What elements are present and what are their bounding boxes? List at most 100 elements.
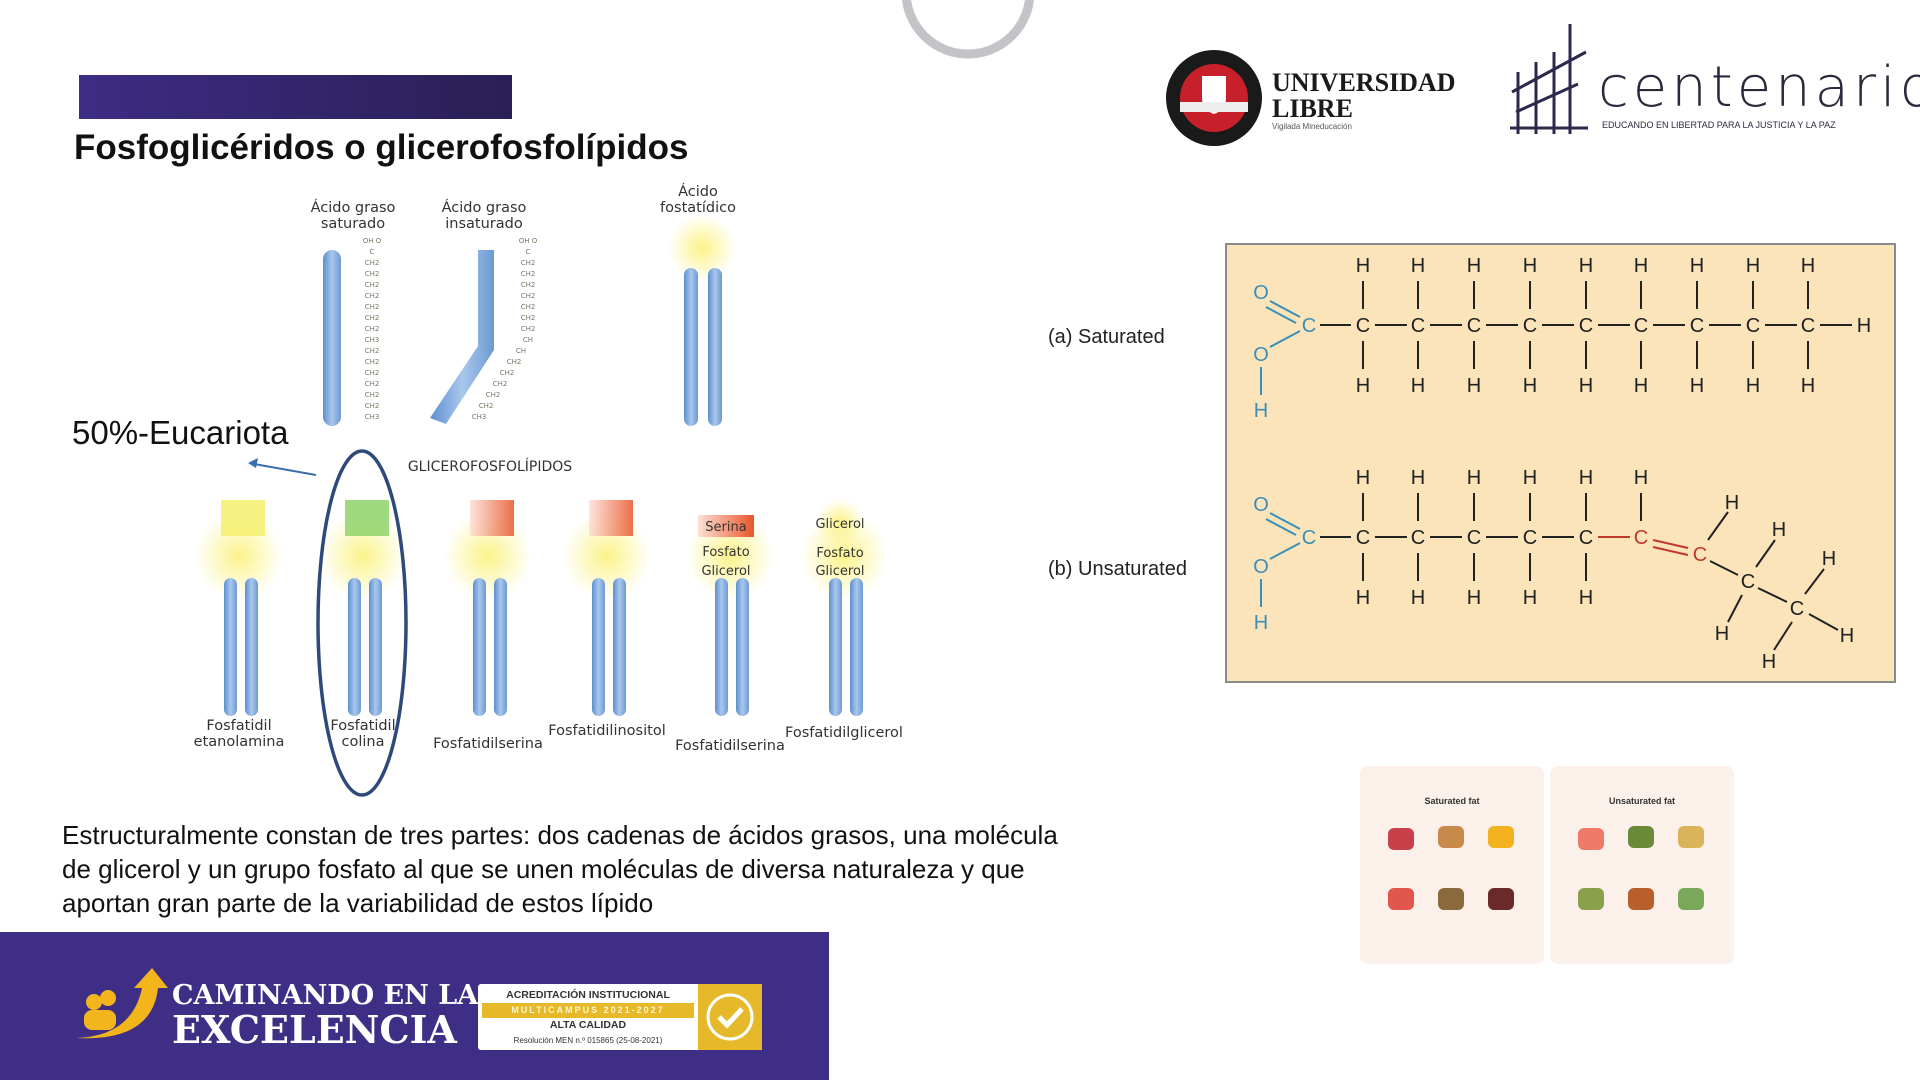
hydrogen-atom: H (1254, 400, 1268, 422)
carbon-atom: C (1411, 315, 1425, 337)
hydrogen-atom: H (1356, 587, 1370, 609)
fatty-acid-label-line1: Ácido graso (311, 199, 396, 216)
head-label: Glicerol (815, 564, 864, 579)
bond (1773, 621, 1793, 651)
seeds-icon (1678, 888, 1704, 910)
carbon-atom: C (1523, 527, 1537, 549)
bond (1652, 539, 1689, 549)
peanut-butter-icon (1578, 888, 1604, 910)
chain-group: OH O (519, 237, 538, 245)
paragraph-line: aportan gran parte de la variabilidad de… (62, 888, 654, 918)
carbon-atom: C (1693, 544, 1707, 566)
bond (1269, 330, 1301, 348)
carbon-atom: C (1690, 315, 1704, 337)
unsaturated-fat-title: Unsaturated fat (1608, 796, 1675, 806)
head-label: Glicerol (815, 517, 864, 532)
hydrogen-atom: H (1840, 625, 1854, 647)
hydrogen-atom: H (1467, 467, 1481, 489)
glycerophospholipid-molecule (563, 500, 651, 716)
carbon-atom: C (1741, 571, 1755, 593)
highlight-ellipse (316, 449, 408, 797)
chain-group: CH2 (365, 380, 380, 388)
chain-group: C (370, 248, 375, 256)
chain-group: CH2 (486, 391, 501, 399)
excellence-banner: CAMINANDO EN LA EXCELENCIA ACREDITACIÓN … (0, 932, 829, 1080)
hydrogen-atom: H (1857, 315, 1871, 337)
phospholipid-name: Fosfatidil (330, 718, 395, 734)
chain-group: CH2 (365, 402, 380, 410)
glycerophospholipid-molecule (686, 512, 774, 716)
butter-icon (1438, 826, 1464, 848)
hydrogen-atom: H (1579, 375, 1593, 397)
chain-group: CH2 (365, 303, 380, 311)
hydrogen-atom: H (1411, 255, 1425, 277)
universidad-libre-logo: UNIVERSIDAD LIBRE Vigilada Mineducación (1160, 48, 1480, 150)
bond (1269, 542, 1301, 560)
paragraph-line: de glicerol y un grupo fosfato al que se… (62, 854, 1025, 884)
bond (1265, 518, 1297, 536)
milk-icon (1388, 888, 1414, 910)
polar-group-head (470, 500, 514, 536)
paragraph-line: Estructuralmente constan de tres partes:… (62, 820, 1058, 850)
oxygen-atom: O (1253, 282, 1269, 304)
bond (1269, 300, 1301, 318)
fatty-acid-label-line2: saturado (321, 216, 385, 232)
carbon-atom: C (1467, 527, 1481, 549)
fatty-acid-label-line2: fostatídico (660, 200, 736, 216)
hydrogen-atom: H (1690, 255, 1704, 277)
chain-group: C (526, 248, 531, 256)
hydrogen-atom: H (1822, 548, 1836, 570)
fatty-acid-tail (494, 578, 507, 716)
saturated-fatty-acid-tail (323, 250, 341, 426)
slide-title: Fosfoglicéridos o glicerofosfolípidos (74, 128, 689, 167)
chain-group: CH2 (365, 347, 380, 355)
hydrogen-atom: H (1690, 375, 1704, 397)
rising-arrow-people-icon (76, 968, 168, 1039)
phosphatidic-acid-tail (708, 268, 722, 426)
carboxyl-carbon: C (1302, 527, 1316, 549)
saturated-label: (a) Saturated (1048, 326, 1165, 348)
polar-group-head (345, 500, 389, 536)
hydrogen-atom: H (1523, 375, 1537, 397)
glycerol-glow (816, 498, 864, 546)
carbon-atom: C (1579, 527, 1593, 549)
chain-group: CH2 (521, 303, 536, 311)
hydrogen-atom: H (1467, 255, 1481, 277)
chain-group: CH2 (521, 270, 536, 278)
chain-group: CH2 (521, 325, 536, 333)
hydrogen-atom: H (1579, 255, 1593, 277)
chain-group: CH3 (365, 413, 380, 421)
arrow-line (253, 463, 317, 476)
hydrogen-atom: H (1746, 375, 1760, 397)
carbon-atom: C (1790, 598, 1804, 620)
chain-group: CH2 (493, 380, 508, 388)
eukaryote-annotation: 50%-Eucariota (72, 414, 289, 451)
accreditation-multicampus: MULTICAMPUS 2021-2027 (482, 1003, 694, 1018)
university-name-line2: LIBRE (1272, 94, 1353, 123)
fatty-acid-label-line1: Ácido graso (442, 199, 527, 216)
fat-foods-infographic: Saturated fat Unsaturated fat (1360, 766, 1734, 964)
carbon-atom: C (1634, 527, 1648, 549)
chain-group: CH2 (365, 292, 380, 300)
title-accent-bar (79, 75, 512, 119)
bond (1269, 512, 1301, 530)
hydrogen-atom: H (1411, 467, 1425, 489)
polar-group-head (221, 500, 265, 536)
chain-group: CH2 (365, 270, 380, 278)
carboxyl-carbon: C (1302, 315, 1316, 337)
glycerophospholipid-molecule (195, 500, 283, 716)
cheese-icon (1488, 826, 1514, 848)
phospholipid-name: Fosfatidilserina (433, 736, 543, 752)
bond (1808, 613, 1839, 631)
accreditation-quality: ALTA CALIDAD (549, 1019, 627, 1031)
fatty-acid-tail (473, 578, 486, 716)
accreditation-badge: ACREDITACIÓN INSTITUCIONAL MULTICAMPUS 2… (478, 984, 762, 1050)
fatty-acid-tail (829, 578, 842, 716)
fatty-acid-tail (348, 578, 361, 716)
bond (1755, 539, 1776, 568)
check-seal-icon (698, 984, 762, 1050)
glycerophospholipid-molecule (319, 500, 407, 716)
chain-group: CH2 (521, 292, 536, 300)
banner-line1: CAMINANDO EN LA (172, 980, 479, 1011)
